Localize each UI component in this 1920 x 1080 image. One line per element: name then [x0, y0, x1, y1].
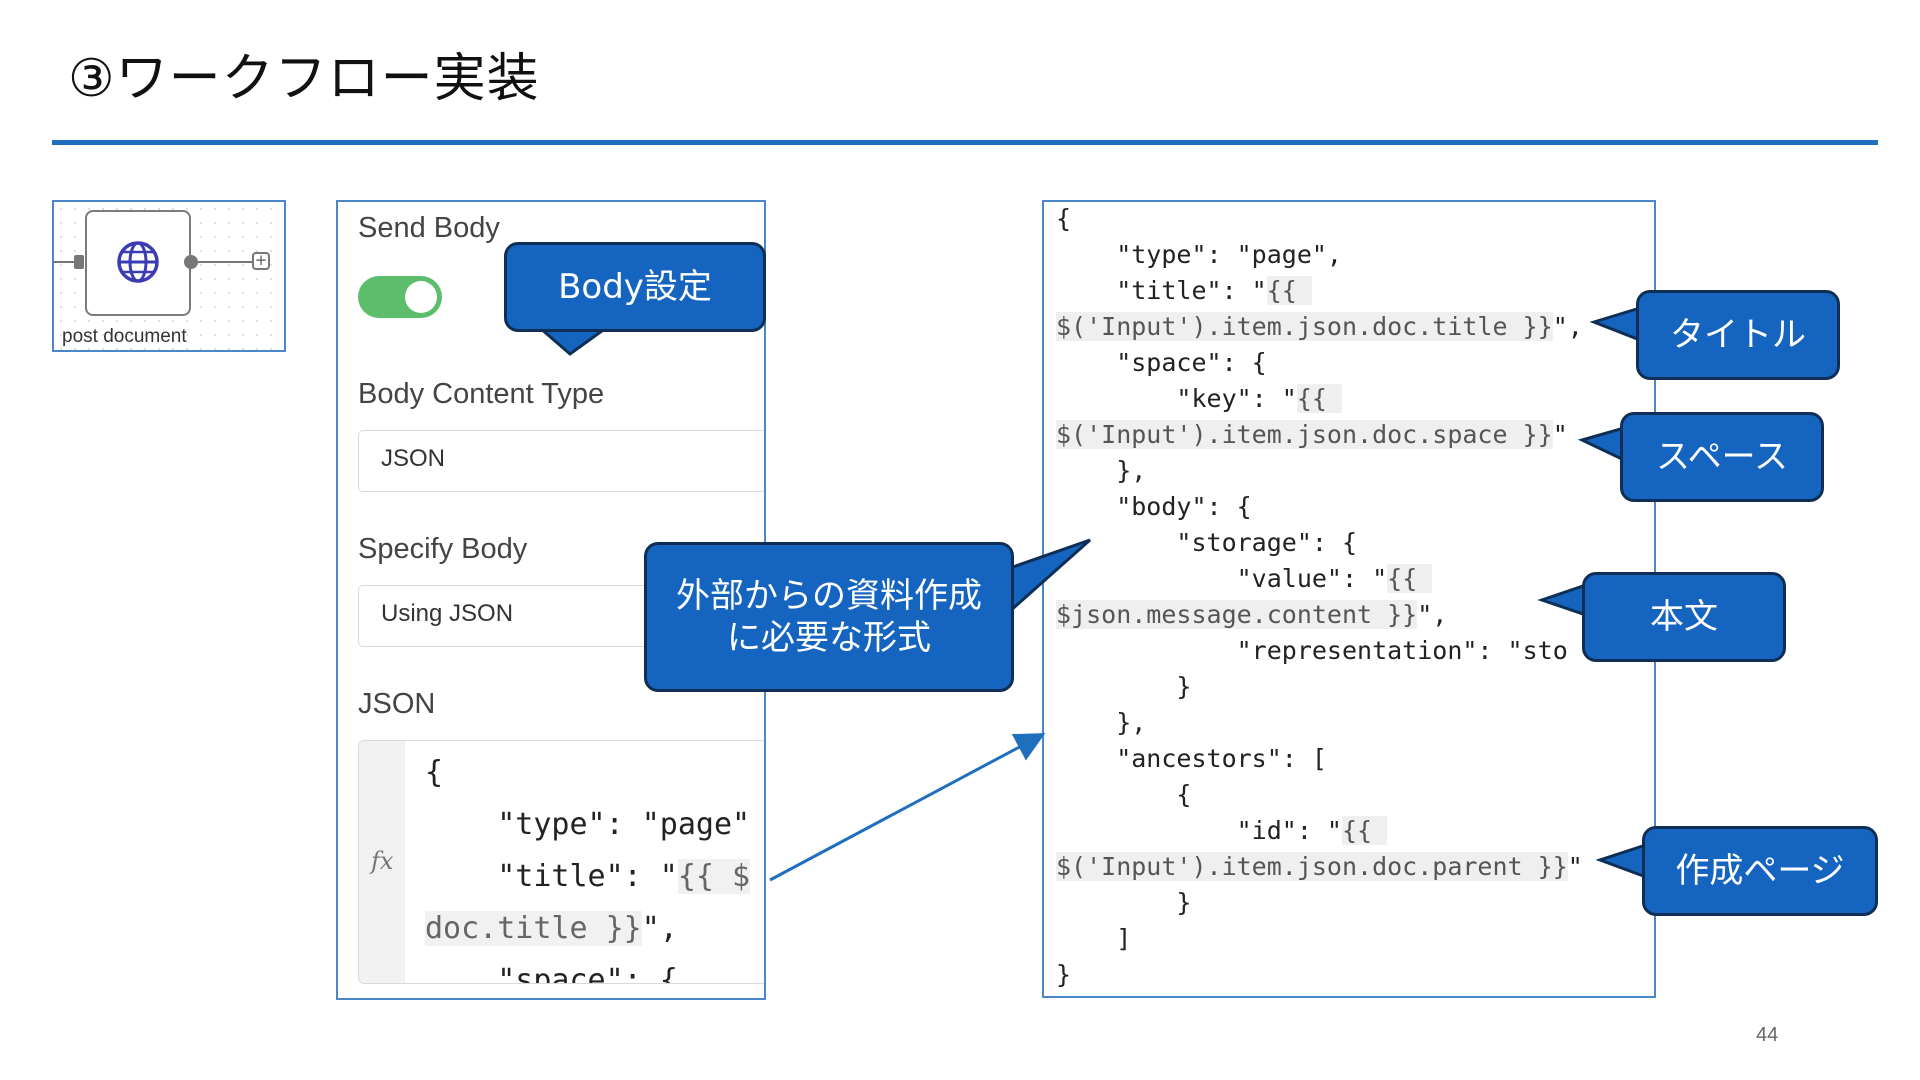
node-label: post document [62, 326, 187, 347]
editor-text: ", [641, 911, 678, 946]
title-callout: タイトル [1636, 290, 1840, 380]
globe-icon [117, 241, 159, 283]
json-line: $('Input').item.json.doc.title }}", [1056, 312, 1583, 341]
editor-line: { [425, 755, 444, 790]
external-format-callout-line1: 外部からの資料作成 [676, 575, 982, 616]
editor-text: "title": " [425, 859, 678, 894]
send-body-label: Send Body [358, 212, 500, 244]
json-text: ", [1552, 312, 1583, 341]
json-line: "body": { [1056, 492, 1252, 521]
json-expression: $('Input').item.json.doc.parent }} [1056, 852, 1568, 881]
specify-body-value: Using JSON [381, 600, 514, 627]
external-format-callout-line2: に必要な形式 [727, 618, 931, 658]
json-line: "representation": "sto [1056, 636, 1568, 665]
json-line: }, [1056, 708, 1147, 737]
body-content-type-value: JSON [381, 445, 446, 472]
json-text: ", [1417, 600, 1448, 629]
output-connector[interactable] [184, 255, 198, 269]
editor-expression: doc.title }} [425, 911, 642, 946]
json-line: "key": "{{ [1056, 384, 1342, 413]
json-expression: $('Input').item.json.doc.space }} [1056, 420, 1553, 449]
json-text: " [1567, 852, 1583, 881]
json-line: $('Input').item.json.doc.parent }}" [1056, 852, 1583, 881]
json-line: "value": "{{ [1056, 564, 1433, 593]
json-line: $json.message.content }}", [1056, 600, 1447, 629]
json-line: "id": "{{ [1056, 816, 1388, 845]
body-content-type-label: Body Content Type [358, 378, 605, 410]
json-expression: {{ [1266, 276, 1312, 305]
json-line: "type": "page", [1056, 240, 1342, 269]
workflow-node-panel: + post document [52, 200, 286, 352]
http-request-node[interactable] [85, 210, 191, 316]
json-line: } [1056, 672, 1192, 701]
input-connection-line [54, 261, 76, 263]
json-text: "title": " [1056, 276, 1267, 305]
specify-body-label: Specify Body [358, 533, 528, 565]
json-expression: {{ [1341, 816, 1388, 845]
space-callout: スペース [1620, 412, 1824, 502]
page-number: 44 [1756, 1024, 1779, 1046]
json-line: }, [1056, 456, 1147, 485]
input-connector[interactable] [74, 255, 84, 269]
expression-fx-icon: fx [371, 847, 394, 875]
editor-line: "type": "page" [425, 807, 751, 842]
json-text: "id": " [1056, 816, 1342, 845]
json-line: "storage": { [1056, 528, 1358, 557]
add-node-plus-icon[interactable]: + [252, 252, 270, 270]
json-expression-editor[interactable]: fx { "type": "page" "title": "{{ $ doc.t… [358, 740, 764, 984]
body-content-type-select[interactable]: JSON [358, 430, 764, 492]
title-divider [52, 140, 1878, 145]
json-line: $('Input').item.json.doc.space }}" [1056, 420, 1568, 449]
external-format-callout: 外部からの資料作成 に必要な形式 [644, 542, 1014, 692]
body-setting-callout: Body設定 [504, 242, 766, 332]
json-text: "value": " [1056, 564, 1388, 593]
send-body-toggle[interactable] [358, 276, 442, 318]
json-line: } [1056, 960, 1072, 989]
json-expression: $json.message.content }} [1056, 600, 1418, 629]
body-text-callout: 本文 [1582, 572, 1786, 662]
json-expression: {{ [1296, 384, 1342, 413]
editor-gutter: fx [359, 741, 405, 983]
created-page-callout: 作成ページ [1642, 826, 1878, 916]
json-line: "title": "{{ [1056, 276, 1312, 305]
arrow-line [769, 733, 1046, 882]
json-line: ] [1056, 924, 1132, 953]
json-expression: $('Input').item.json.doc.title }} [1056, 312, 1553, 341]
json-expression: {{ [1387, 564, 1433, 593]
json-label: JSON [358, 688, 436, 720]
editor-line: "title": "{{ $ [425, 859, 751, 894]
editor-line: doc.title }}", [425, 911, 678, 946]
output-connection-line [198, 261, 254, 263]
json-text: "key": " [1056, 384, 1297, 413]
json-text: " [1552, 420, 1568, 449]
json-line: { [1056, 780, 1192, 809]
json-line: "space": { [1056, 348, 1267, 377]
toggle-knob [405, 281, 437, 313]
json-line: "ancestors": [ [1056, 744, 1327, 773]
editor-line: "space": { [425, 963, 678, 984]
json-line: } [1056, 888, 1192, 917]
slide-title: ③ワークフロー実装 [68, 49, 540, 109]
editor-expression: {{ $ [677, 859, 751, 894]
json-line: { [1056, 204, 1072, 233]
